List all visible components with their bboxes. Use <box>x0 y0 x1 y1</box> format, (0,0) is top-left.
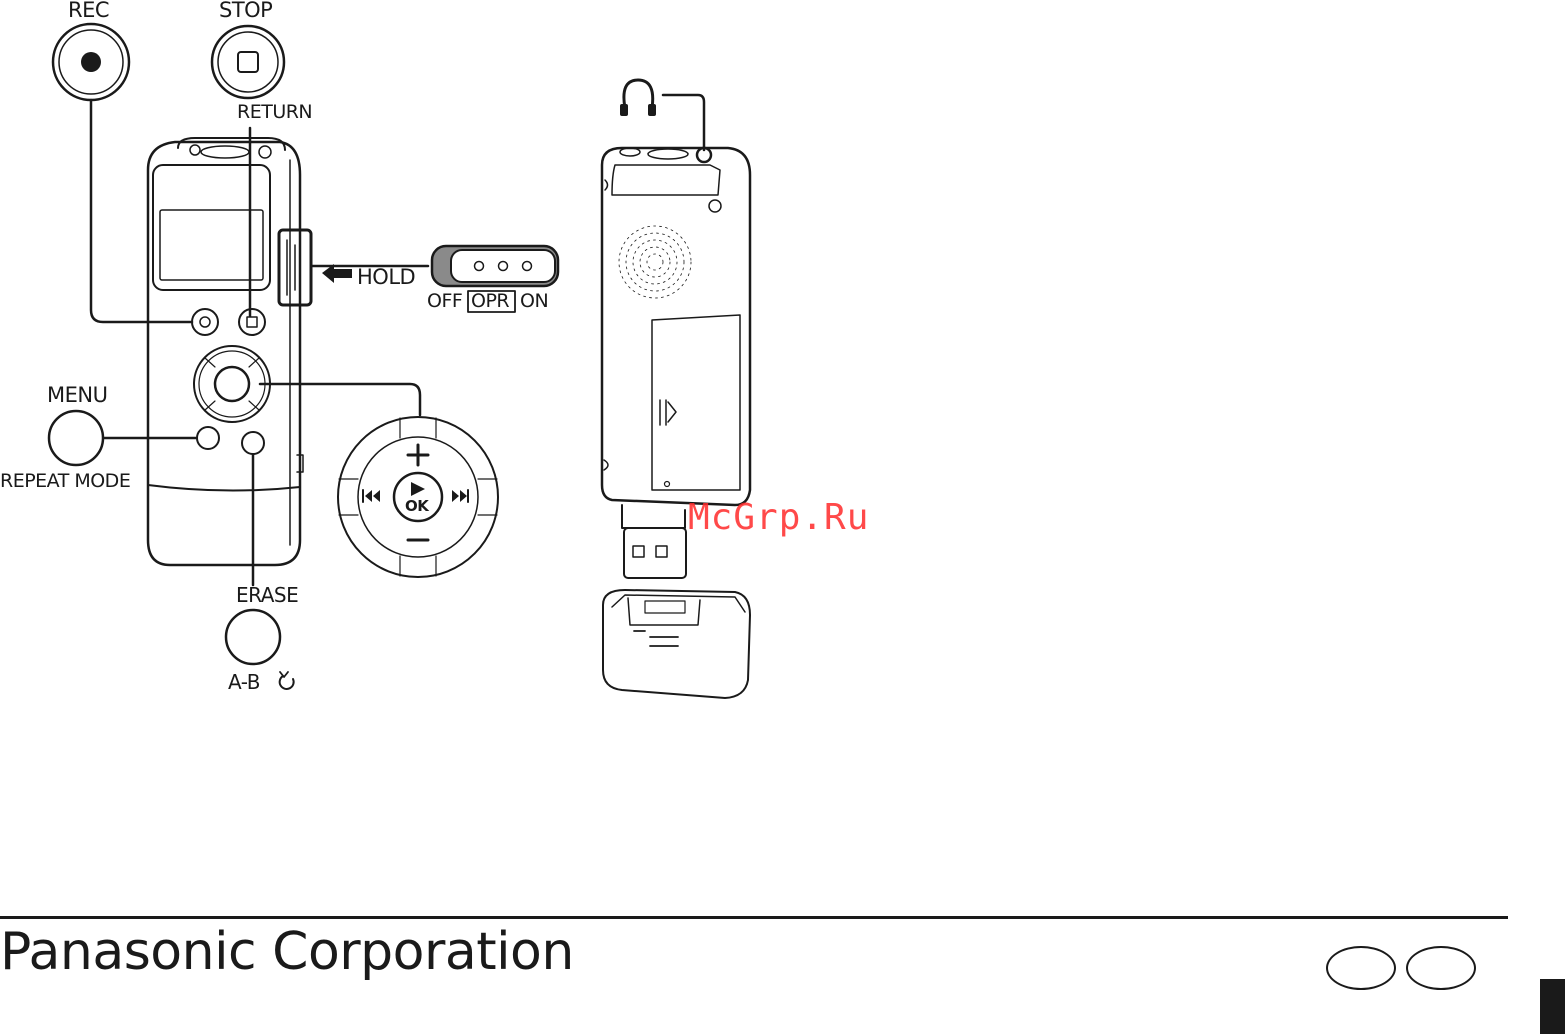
company-name: Panasonic Corporation <box>0 925 574 980</box>
rec-callout <box>53 24 192 322</box>
stop-callout <box>212 26 284 316</box>
erase-label: ERASE <box>236 585 298 605</box>
return-label: RETURN <box>237 103 312 122</box>
skip-back-icon <box>363 490 380 502</box>
play-icon <box>411 482 425 496</box>
watermark: McGrp.Ru <box>688 500 869 536</box>
recorder-front <box>148 138 311 565</box>
recorder-back <box>602 148 750 698</box>
jog-dial-callout <box>260 384 498 577</box>
footer-rule <box>0 916 1508 919</box>
repeat-icon <box>280 676 294 689</box>
opr-label: OPR <box>471 292 509 311</box>
ok-label: OK <box>405 499 428 514</box>
record-icon <box>81 52 101 72</box>
rec-label: REC <box>68 0 109 21</box>
menu-label: MENU <box>47 385 107 406</box>
region-oval-left <box>1326 946 1396 990</box>
skip-forward-icon <box>452 490 468 502</box>
ab-label: A-B <box>228 672 260 692</box>
off-label: OFF <box>427 292 462 311</box>
region-ovals <box>1326 946 1476 988</box>
hold-label: HOLD <box>357 267 415 288</box>
page-edge-tab <box>1540 979 1565 1034</box>
region-oval-right <box>1406 946 1476 990</box>
plus-icon <box>408 445 428 465</box>
headphone-callout <box>620 80 704 150</box>
menu-callout <box>49 411 196 465</box>
stop-label: STOP <box>219 0 272 21</box>
headphones-icon <box>624 80 653 108</box>
repeat-mode-label: REPEAT MODE <box>0 472 130 491</box>
stop-icon <box>238 52 258 72</box>
on-label: ON <box>520 292 548 311</box>
